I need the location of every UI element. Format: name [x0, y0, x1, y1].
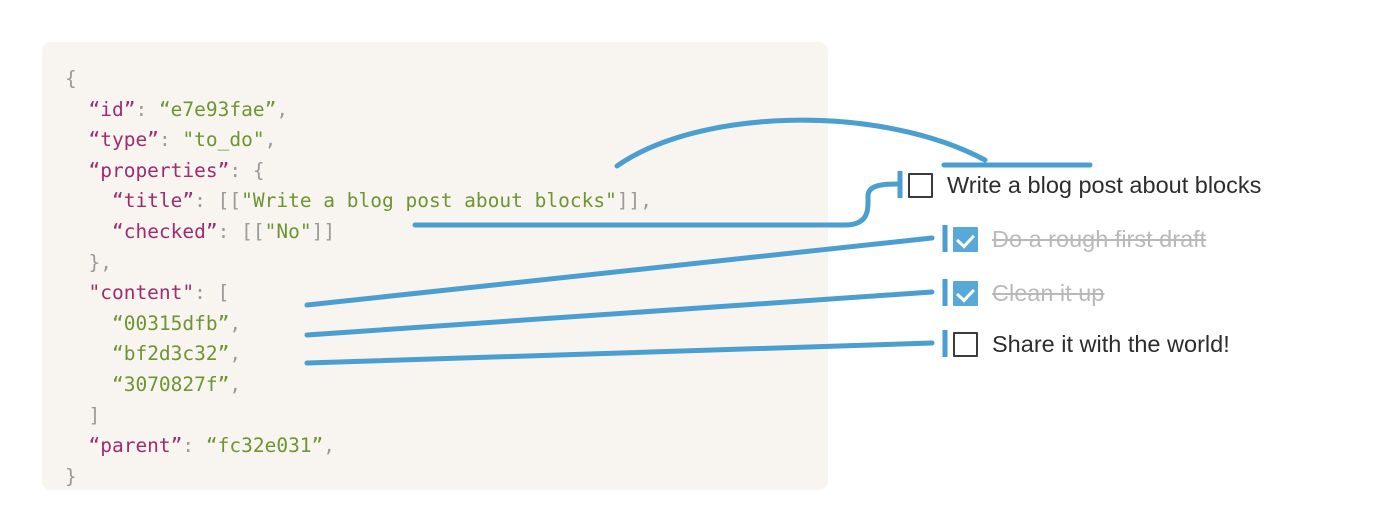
- checkbox-unchecked-icon[interactable]: [953, 331, 978, 357]
- code-line-7: "content": [: [88, 281, 230, 305]
- code-line-2: “type”: "to_do",: [88, 128, 277, 152]
- code-line-12: “parent”: “fc32e031”,: [88, 434, 336, 458]
- todo-item-0[interactable]: Write a blog post about blocks: [908, 170, 1261, 200]
- code-line-9: “bf2d3c32”,: [111, 342, 242, 366]
- checkbox-checked-icon[interactable]: [953, 280, 978, 306]
- json-code-block: { “id”: “e7e93fae”, “type”: "to_do", “pr…: [65, 64, 652, 492]
- todo-label-1: Do a rough first draft: [992, 225, 1207, 252]
- todo-label-2: Clean it up: [992, 279, 1105, 306]
- todo-checklist: Write a blog post about blocks Do a roug…: [900, 160, 1370, 370]
- todo-item-3[interactable]: Share it with the world!: [953, 329, 1230, 359]
- checkbox-checked-icon[interactable]: [953, 226, 978, 252]
- json-code-panel: { “id”: “e7e93fae”, “type”: "to_do", “pr…: [42, 42, 828, 490]
- code-line-3: “properties”: {: [88, 158, 265, 182]
- code-line-8: “00315dfb”,: [111, 311, 242, 335]
- code-line-6: },: [65, 250, 112, 274]
- code-line-1: “id”: “e7e93fae”,: [88, 97, 289, 121]
- todo-label-0: Write a blog post about blocks: [947, 171, 1262, 198]
- code-line-5: “checked”: [["No"]]: [111, 219, 336, 243]
- code-line-0: {: [65, 67, 77, 90]
- todo-item-1[interactable]: Do a rough first draft: [953, 224, 1206, 254]
- code-line-4: “title”: [["Write a blog post about bloc…: [111, 189, 653, 213]
- code-line-13: }: [65, 464, 77, 488]
- code-line-11: ]: [65, 403, 101, 427]
- code-line-10: “3070827f”,: [111, 372, 242, 396]
- todo-label-3: Share it with the world!: [992, 330, 1230, 357]
- checkbox-unchecked-icon[interactable]: [908, 172, 933, 198]
- todo-item-2[interactable]: Clean it up: [953, 278, 1104, 308]
